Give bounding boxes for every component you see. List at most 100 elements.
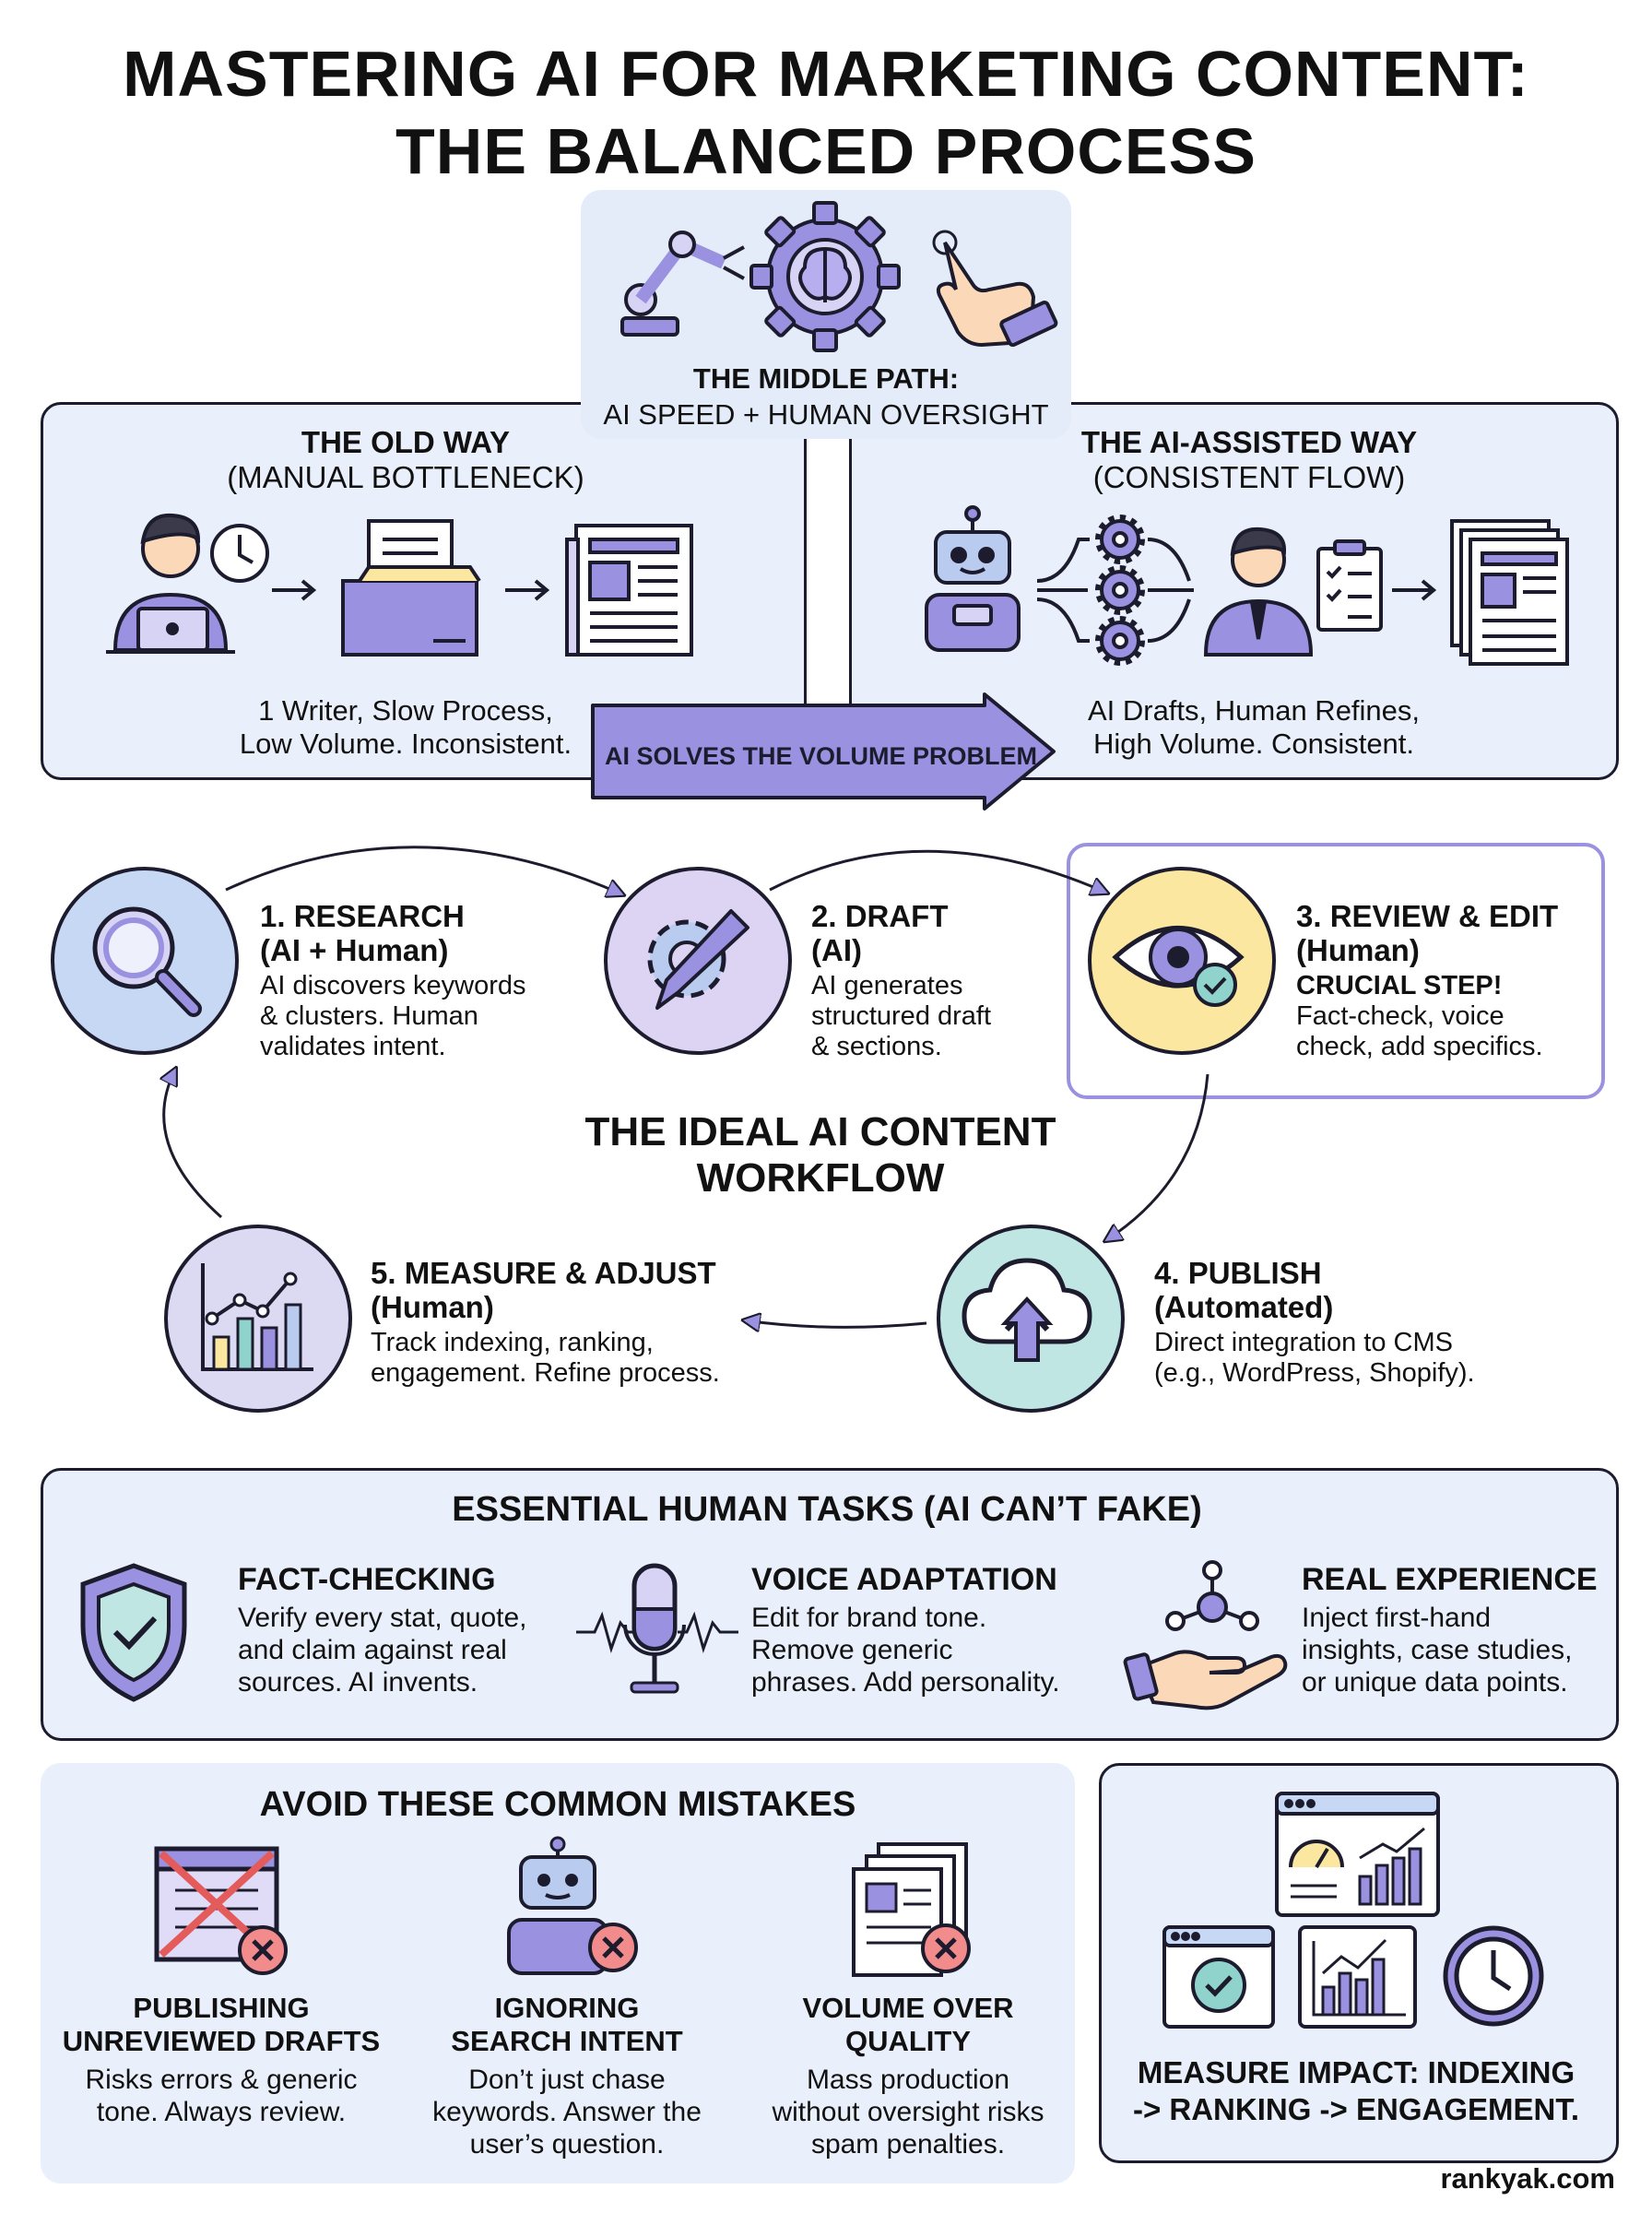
ai-way-title: THE AI-ASSISTED WAY bbox=[1080, 425, 1418, 459]
task-title: REAL EXPERIENCE bbox=[1302, 1562, 1598, 1597]
measure-step-circle bbox=[164, 1225, 352, 1413]
merge-arrows-icon bbox=[1147, 538, 1194, 643]
footer-brand: rankyak.com bbox=[1440, 2162, 1615, 2195]
mistake-desc-line: spam penalties. bbox=[810, 2129, 1006, 2160]
microphone-icon bbox=[576, 1563, 738, 1694]
step-review: 3. REVIEW & EDIT (Human) CRUCIAL STEP! F… bbox=[1296, 899, 1591, 1062]
step-title: 3. REVIEW & EDIT bbox=[1296, 899, 1559, 933]
task-desc-line: Inject first-hand bbox=[1302, 1603, 1492, 1633]
clock-icon bbox=[1443, 1925, 1544, 2027]
step-role: (Human) bbox=[371, 1290, 494, 1324]
step-title: 4. PUBLISH bbox=[1154, 1256, 1322, 1290]
workflow-title-line-2: WORKFLOW bbox=[696, 1155, 945, 1201]
step-desc-line: & sections. bbox=[811, 1032, 942, 1061]
volume-arrow-label: AI SOLVES THE VOLUME PROBLEM bbox=[605, 742, 1038, 770]
ai-way-desc-2: High Volume. Consistent. bbox=[1092, 728, 1415, 760]
task-desc-line: Verify every stat, quote, bbox=[238, 1603, 527, 1633]
dashboard-window-icon bbox=[1275, 1792, 1440, 1917]
human-tasks-panel bbox=[41, 1468, 1619, 1741]
hand-network-icon bbox=[1123, 1560, 1288, 1710]
robot-arm-icon bbox=[620, 231, 745, 337]
mistake-desc-line: Risks errors & generic bbox=[85, 2065, 358, 2095]
task-desc-line: phrases. Add personality. bbox=[751, 1667, 1060, 1698]
middle-path-subtitle: AI SPEED + HUMAN OVERSIGHT bbox=[603, 398, 1049, 431]
divider-column bbox=[804, 439, 852, 720]
step-desc-line: (e.g., WordPress, Shopify). bbox=[1154, 1358, 1475, 1388]
step-publish: 4. PUBLISH (Automated) Direct integratio… bbox=[1154, 1256, 1541, 1389]
measure-impact-text: MEASURE IMPACT: INDEXING -> RANKING -> E… bbox=[1099, 2054, 1613, 2128]
step-desc-line: structured draft bbox=[811, 1001, 992, 1031]
mistake-title: VOLUME OVER bbox=[802, 1992, 1014, 2024]
task-real-experience: REAL EXPERIENCE Inject first-hand insigh… bbox=[1302, 1562, 1606, 1698]
flow-arrows-icon bbox=[1036, 538, 1090, 643]
mistake-title: SEARCH INTENT bbox=[451, 2025, 683, 2057]
mistake-desc-line: Mass production bbox=[806, 2065, 1010, 2095]
old-way-desc-2: Low Volume. Inconsistent. bbox=[239, 728, 572, 760]
old-way-desc-1: 1 Writer, Slow Process, bbox=[258, 694, 553, 727]
documents-x-icon bbox=[852, 1842, 971, 1977]
magnifier-icon bbox=[92, 906, 202, 1017]
middle-icons bbox=[620, 201, 1058, 352]
title-line-1: MASTERING AI FOR MARKETING CONTENT: bbox=[123, 38, 1529, 110]
step-title: 1. RESEARCH bbox=[260, 899, 465, 933]
mistake-desc-line: tone. Always review. bbox=[96, 2097, 347, 2127]
arrow-icon bbox=[505, 579, 550, 601]
task-title: VOICE ADAPTATION bbox=[751, 1562, 1057, 1597]
step-draft: 2. DRAFT (AI) AI generates structured dr… bbox=[811, 899, 1060, 1062]
step-desc-line: AI generates bbox=[811, 971, 963, 1000]
step-desc-line: Direct integration to CMS bbox=[1154, 1328, 1453, 1357]
step-desc-line: & clusters. Human bbox=[260, 1001, 478, 1031]
title-line-2: THE BALANCED PROCESS bbox=[395, 115, 1257, 187]
task-desc-line: or unique data points. bbox=[1302, 1667, 1568, 1698]
arrow-icon bbox=[272, 579, 317, 601]
workflow-title: THE IDEAL AI CONTENT WORKFLOW bbox=[516, 1109, 1125, 1201]
step-title: 5. MEASURE & ADJUST bbox=[371, 1256, 716, 1290]
arrow-icon bbox=[1392, 579, 1437, 601]
mistake-desc-line: Don’t just chase bbox=[468, 2065, 666, 2095]
mistake-title: IGNORING bbox=[494, 1992, 640, 2024]
crossed-document-icon bbox=[154, 1846, 288, 1975]
robot-x-icon bbox=[507, 1836, 638, 1975]
task-fact-checking: FACT-CHECKING Verify every stat, quote, … bbox=[238, 1562, 570, 1698]
middle-path-title: THE MIDDLE PATH: bbox=[692, 362, 960, 395]
gear-pen-icon bbox=[647, 909, 749, 1010]
writer-icon bbox=[106, 513, 235, 654]
robot-icon bbox=[925, 505, 1021, 652]
mistakes-title: AVOID THESE COMMON MISTAKES bbox=[259, 1785, 856, 1824]
gear-icon bbox=[1095, 515, 1145, 666]
step-title: 2. DRAFT bbox=[811, 899, 949, 933]
bar-chart-icon bbox=[201, 1263, 313, 1371]
mistake-desc-line: keywords. Answer the bbox=[432, 2097, 702, 2127]
step-desc-line: engagement. Refine process. bbox=[371, 1358, 720, 1388]
old-way-illustration bbox=[106, 513, 693, 657]
chart-window-icon bbox=[1298, 1925, 1417, 2029]
mistake-desc-line: user’s question. bbox=[469, 2129, 665, 2160]
task-voice-adaptation: VOICE ADAPTATION Edit for brand tone. Re… bbox=[751, 1562, 1102, 1698]
step-emphasis: CRUCIAL STEP! bbox=[1296, 971, 1503, 1000]
step-desc-line: Track indexing, ranking, bbox=[371, 1328, 654, 1357]
step-research: 1. RESEARCH (AI + Human) AI discovers ke… bbox=[260, 899, 592, 1062]
newspaper-icon bbox=[565, 524, 693, 657]
mistake-title: PUBLISHING bbox=[133, 1992, 310, 2024]
task-desc-line: insights, case studies, bbox=[1302, 1635, 1573, 1665]
measure-impact-line-2: -> RANKING -> ENGAGEMENT. bbox=[1132, 2092, 1580, 2126]
editor-person-icon bbox=[1203, 527, 1314, 657]
step-desc-line: AI discovers keywords bbox=[260, 971, 526, 1000]
shield-check-icon bbox=[80, 1563, 187, 1702]
cloud-upload-icon bbox=[962, 1258, 1092, 1362]
old-way-subtitle: (MANUAL BOTTLENECK) bbox=[227, 460, 584, 494]
step-role: (AI) bbox=[811, 933, 862, 967]
step-role: (Human) bbox=[1296, 933, 1420, 967]
page-title: MASTERING AI FOR MARKETING CONTENT: THE … bbox=[0, 35, 1652, 190]
workflow-arrows bbox=[0, 846, 1210, 1475]
checklist-icon bbox=[1316, 539, 1383, 632]
old-way-title: THE OLD WAY bbox=[301, 425, 511, 459]
gear-brain-icon bbox=[749, 201, 901, 352]
task-desc-line: sources. AI invents. bbox=[238, 1667, 478, 1698]
step-desc-line: check, add specifics. bbox=[1296, 1032, 1543, 1061]
volume-arrow bbox=[591, 692, 1056, 811]
mistake-search-intent: IGNORING SEARCH INTENT Don’t just chase … bbox=[406, 1992, 728, 2160]
step-desc-line: Fact-check, voice bbox=[1296, 1001, 1504, 1031]
step-desc-line: validates intent. bbox=[260, 1032, 446, 1061]
clock-icon bbox=[210, 524, 269, 583]
